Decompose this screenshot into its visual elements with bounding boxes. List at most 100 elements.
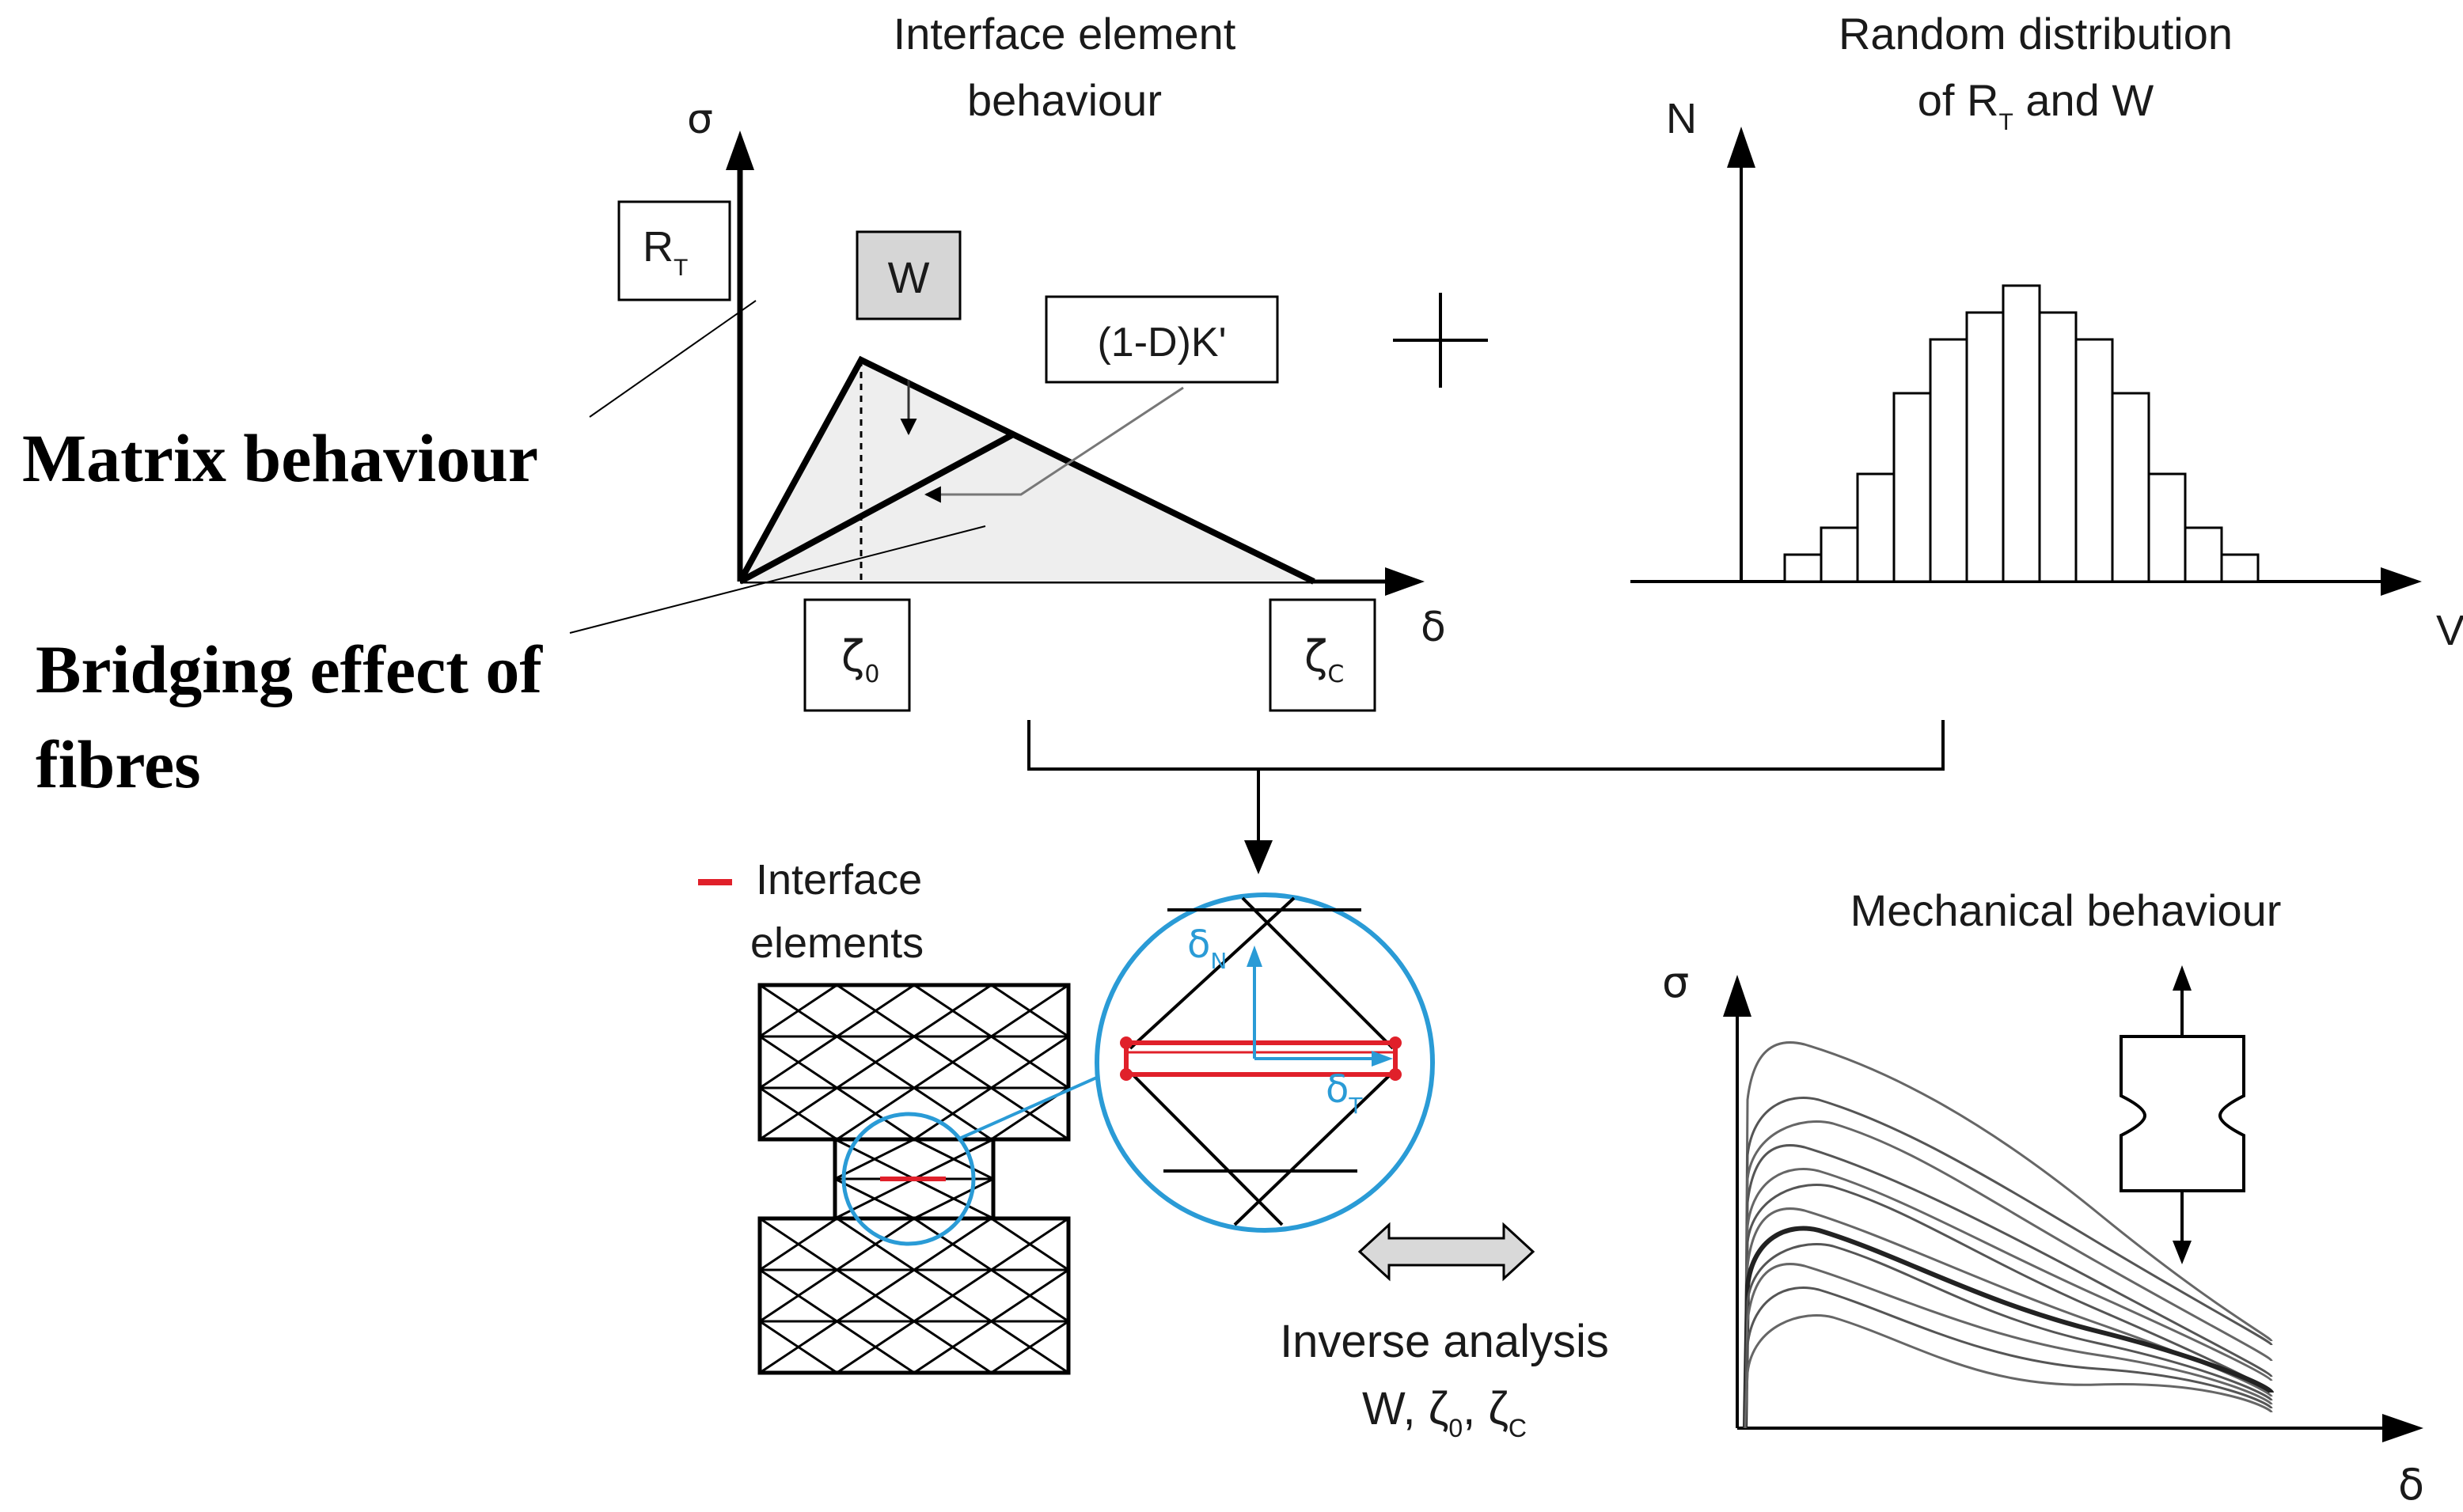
stress-strain-curve: [1744, 1041, 2273, 1429]
mesh-line: [913, 1320, 992, 1374]
mesh-line: [836, 1320, 915, 1374]
bracket-arrowhead: [1244, 840, 1273, 874]
zetac-box: [1269, 598, 1376, 712]
mesh-line: [990, 1035, 1069, 1089]
interface-legend-line1: Interface: [756, 856, 922, 904]
inverse-analysis: Inverse analysis W, ζ0, ζC: [1280, 1222, 1609, 1442]
mesh-line: [913, 1035, 992, 1089]
mesh-bottom-triangles: [759, 1217, 1069, 1374]
mesh-line: [834, 1177, 915, 1220]
mesh-line: [759, 1217, 838, 1271]
mesh-line: [913, 1138, 994, 1180]
mesh-line: [913, 1217, 992, 1271]
zetac-label: ζC: [1304, 631, 1344, 688]
stress-strain-curve: [1744, 1287, 2273, 1429]
mesh-line: [834, 1138, 915, 1180]
histogram-bar: [2038, 311, 2078, 583]
inverse-parameters-label: W, ζ0, ζC: [1362, 1383, 1527, 1442]
stress-strain-curve: [1744, 1168, 2273, 1429]
delta-t-arrowhead: [1372, 1051, 1393, 1067]
histogram-v-arrowhead: [2381, 567, 2422, 596]
stiffness-label: (1-D)K': [1097, 320, 1226, 366]
w-box: [856, 230, 962, 320]
stress-strain-curve: [1743, 1226, 2274, 1429]
specimen-icon: [2120, 1035, 2245, 1192]
zeta0-box: [803, 598, 911, 712]
histogram-bar: [2184, 526, 2223, 583]
stress-strain-curve: [1744, 1243, 2273, 1429]
stress-strain-curve: [1744, 1184, 2273, 1429]
mesh-model: Interface elements: [698, 856, 1435, 1375]
double-arrow-icon: [1357, 1222, 1535, 1282]
zoom-diag-3: [1129, 1071, 1284, 1226]
histogram-bar: [2002, 284, 2041, 583]
bracket-line: [1027, 720, 1945, 771]
mechanical-delta-label: δ: [2398, 1460, 2424, 1510]
mechanical-behaviour-graph: Mechanical behaviour σ δ: [1662, 885, 2424, 1510]
histogram-bar: [2147, 472, 2187, 583]
specimen-bottom-arrowhead: [2173, 1241, 2192, 1264]
mesh-line: [836, 983, 915, 1038]
mesh-line: [913, 1086, 992, 1141]
delta-axis-arrowhead: [1385, 567, 1425, 596]
mechanical-sigma-arrowhead: [1723, 975, 1751, 1017]
zoom-source-circle: [841, 1112, 976, 1246]
damaged-stiffness-line: [738, 430, 1016, 585]
mesh-line: [990, 1217, 1069, 1271]
random-distribution-histogram: Random distribution of RT and W N V: [1630, 9, 2463, 654]
zeta0-label: ζ0: [841, 631, 879, 688]
mesh-top-triangles: [759, 983, 1069, 1141]
histogram-bar: [1783, 553, 1823, 583]
zoom-diag-2: [1129, 896, 1296, 1050]
delta-axis-label: δ: [1421, 604, 1446, 651]
mesh-line: [913, 1268, 992, 1323]
sigma-axis-label: σ: [687, 96, 713, 143]
zoom-connector: [957, 1068, 1115, 1141]
histogram-bar: [2111, 392, 2150, 583]
histogram-bars: [1783, 284, 2260, 583]
delta-t-label: δT: [1326, 1067, 1363, 1119]
stress-strain-curve: [1744, 1314, 2273, 1429]
mesh-line: [759, 983, 838, 1038]
interface-node-1: [1120, 1036, 1133, 1049]
stiffness-box: [1045, 295, 1279, 384]
mesh-line: [759, 1035, 838, 1089]
interface-node-3: [1120, 1068, 1133, 1081]
zoom-detail: δN δT: [1120, 896, 1402, 1226]
inverse-analysis-label: Inverse analysis: [1280, 1316, 1609, 1367]
histogram-bar: [1820, 526, 1859, 583]
sigma-axis-arrowhead: [726, 131, 754, 170]
mesh-line: [759, 1268, 838, 1323]
stress-strain-curve: [1744, 1120, 2273, 1429]
mesh-line: [836, 1086, 915, 1141]
bridging-leader-line: [569, 525, 986, 634]
plus-sign: [1393, 293, 1488, 388]
energy-area: [740, 360, 1314, 582]
mesh-line: [990, 1268, 1069, 1323]
histogram-bar: [1929, 338, 1968, 583]
histogram-bar: [1856, 472, 1896, 583]
matrix-behaviour-label: Matrix behaviour: [22, 420, 538, 496]
mesh-line: [990, 1320, 1069, 1374]
specimen-top-arrowhead: [2173, 965, 2192, 991]
interface-node-2: [1389, 1036, 1402, 1049]
histogram-n-arrowhead: [1727, 127, 1755, 168]
mesh-line: [990, 983, 1069, 1038]
mesh-line: [913, 983, 992, 1038]
histogram-n-label: N: [1666, 95, 1697, 142]
stress-strain-curve: [1744, 1097, 2273, 1429]
histogram-bar: [1965, 311, 2005, 583]
bridging-label-line1: Bridging effect of: [36, 631, 543, 707]
mechanical-title: Mechanical behaviour: [1850, 885, 2282, 935]
mechanical-sigma-label: σ: [1662, 957, 1689, 1007]
stiffness-arrow: [924, 386, 1184, 503]
mesh-line: [759, 1320, 838, 1374]
w-label: W: [888, 252, 930, 302]
histogram-bar: [2220, 553, 2260, 583]
histogram-v-label: V: [2436, 607, 2463, 654]
zoom-diag-4: [1233, 1071, 1395, 1226]
mesh-line: [836, 1217, 915, 1271]
mesh-line: [836, 1035, 915, 1089]
histogram-title-line1: Random distribution: [1839, 9, 2233, 59]
